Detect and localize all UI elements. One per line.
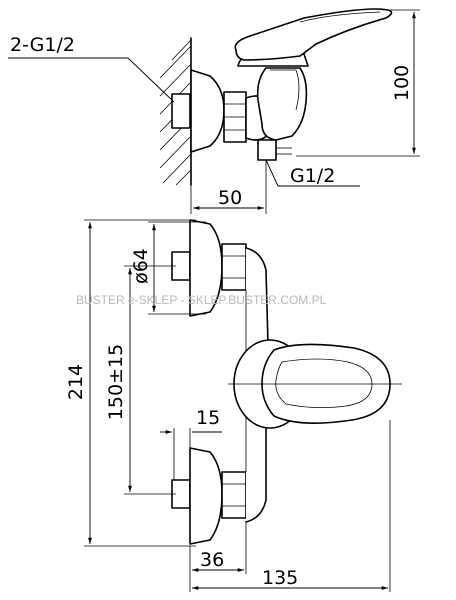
hex-nut [223, 91, 247, 143]
offset-36-label: 36 [200, 549, 224, 571]
lever-handle [234, 8, 393, 61]
mixer-body [256, 67, 308, 141]
escutcheon [190, 69, 225, 153]
upper-connection [171, 219, 247, 317]
outlet-thread-label: G1/2 [290, 165, 335, 187]
total-height-label: 214 [65, 364, 87, 400]
width-135-label: 135 [262, 567, 298, 589]
watermark-text: BUSTER e-SKLEP - SKLEP.BUSTER.COM.PL [76, 293, 327, 307]
depth-50-label: 50 [218, 187, 242, 209]
inlet-stub [171, 93, 191, 129]
outlet-pipe [257, 139, 277, 161]
lower-connection [171, 447, 247, 545]
offset-15-label: 15 [196, 407, 220, 429]
front-view: ø64 214 150±15 15 36 135 [65, 219, 402, 592]
side-view: 2-G1/2 100 G1/2 50 [8, 8, 420, 214]
height-100-label: 100 [391, 65, 413, 101]
spacing-label: 150±15 [105, 344, 127, 420]
thread-connections-label: 2-G1/2 [10, 34, 75, 56]
